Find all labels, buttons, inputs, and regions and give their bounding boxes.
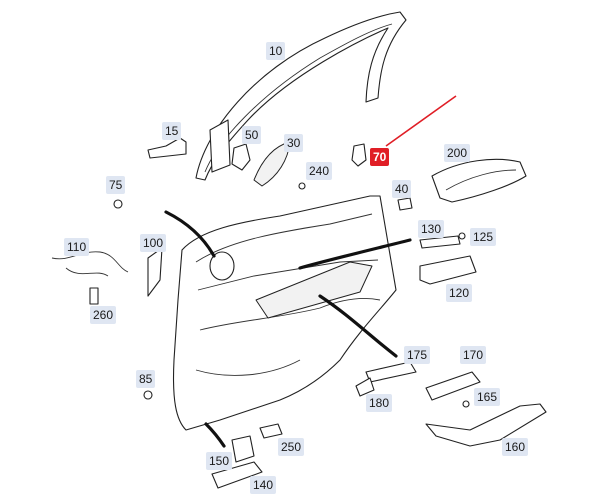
callout-160[interactable]: 160 bbox=[502, 438, 529, 456]
callout-240[interactable]: 240 bbox=[306, 162, 333, 180]
part-125-screw[interactable] bbox=[458, 232, 466, 240]
callout-120[interactable]: 120 bbox=[446, 284, 473, 302]
part-100-seal[interactable] bbox=[147, 247, 163, 297]
callout-85[interactable]: 85 bbox=[136, 370, 156, 388]
callout-125[interactable]: 125 bbox=[470, 228, 497, 246]
window-frame-trim[interactable] bbox=[195, 11, 407, 181]
part-130-trim-strip[interactable] bbox=[419, 235, 461, 249]
part-250-clip[interactable] bbox=[259, 423, 283, 439]
pointer-arrow-4 bbox=[204, 422, 226, 448]
part-85-washer[interactable] bbox=[143, 390, 153, 400]
highlight-leader-line bbox=[385, 95, 457, 147]
part-170-switch-block[interactable] bbox=[425, 371, 481, 401]
part-120-inner-handle[interactable] bbox=[419, 255, 477, 285]
part-180-cover[interactable] bbox=[355, 377, 375, 397]
part-165-screw[interactable] bbox=[462, 400, 470, 408]
part-150-pocket[interactable] bbox=[231, 435, 255, 463]
part-110-wiring[interactable] bbox=[51, 251, 129, 277]
pointer-arrow-2 bbox=[298, 238, 412, 270]
callout-75[interactable]: 75 bbox=[106, 176, 126, 194]
part-200-handle-trim[interactable] bbox=[431, 158, 527, 203]
part-75-washer[interactable] bbox=[113, 199, 123, 209]
callout-30[interactable]: 30 bbox=[284, 134, 304, 152]
callout-140[interactable]: 140 bbox=[250, 476, 277, 494]
part-15-clip[interactable] bbox=[147, 137, 187, 159]
callout-40[interactable]: 40 bbox=[392, 180, 412, 198]
part-240-screw[interactable] bbox=[298, 182, 306, 190]
frame-lower-bracket[interactable] bbox=[209, 119, 231, 173]
callout-165[interactable]: 165 bbox=[474, 388, 501, 406]
callout-50[interactable]: 50 bbox=[242, 126, 262, 144]
callout-110[interactable]: 110 bbox=[64, 238, 90, 256]
callout-130[interactable]: 130 bbox=[418, 220, 445, 238]
part-140-pull-handle[interactable] bbox=[211, 461, 263, 489]
pointer-arrow-1 bbox=[164, 210, 216, 258]
part-175-switch-bezel[interactable] bbox=[365, 361, 417, 383]
callout-175[interactable]: 175 bbox=[404, 346, 431, 364]
callout-170[interactable]: 170 bbox=[460, 346, 487, 364]
part-160-armrest[interactable] bbox=[425, 403, 547, 447]
callout-15[interactable]: 15 bbox=[162, 122, 182, 140]
armrest-switch-panel[interactable] bbox=[255, 261, 373, 319]
part-50-bracket[interactable] bbox=[231, 143, 251, 171]
callout-10[interactable]: 10 bbox=[266, 42, 286, 60]
pointer-arrow-3 bbox=[318, 294, 398, 358]
callout-250[interactable]: 250 bbox=[278, 438, 305, 456]
callout-180[interactable]: 180 bbox=[366, 394, 393, 412]
part-40-clip[interactable] bbox=[397, 197, 413, 211]
callout-200[interactable]: 200 bbox=[444, 144, 471, 162]
part-260-bolt[interactable] bbox=[89, 287, 99, 305]
callout-260[interactable]: 260 bbox=[90, 306, 117, 324]
callout-100[interactable]: 100 bbox=[140, 234, 167, 252]
part-70-plug[interactable] bbox=[351, 143, 367, 167]
callout-70-highlighted[interactable]: 70 bbox=[370, 148, 390, 166]
callout-150[interactable]: 150 bbox=[206, 452, 233, 470]
